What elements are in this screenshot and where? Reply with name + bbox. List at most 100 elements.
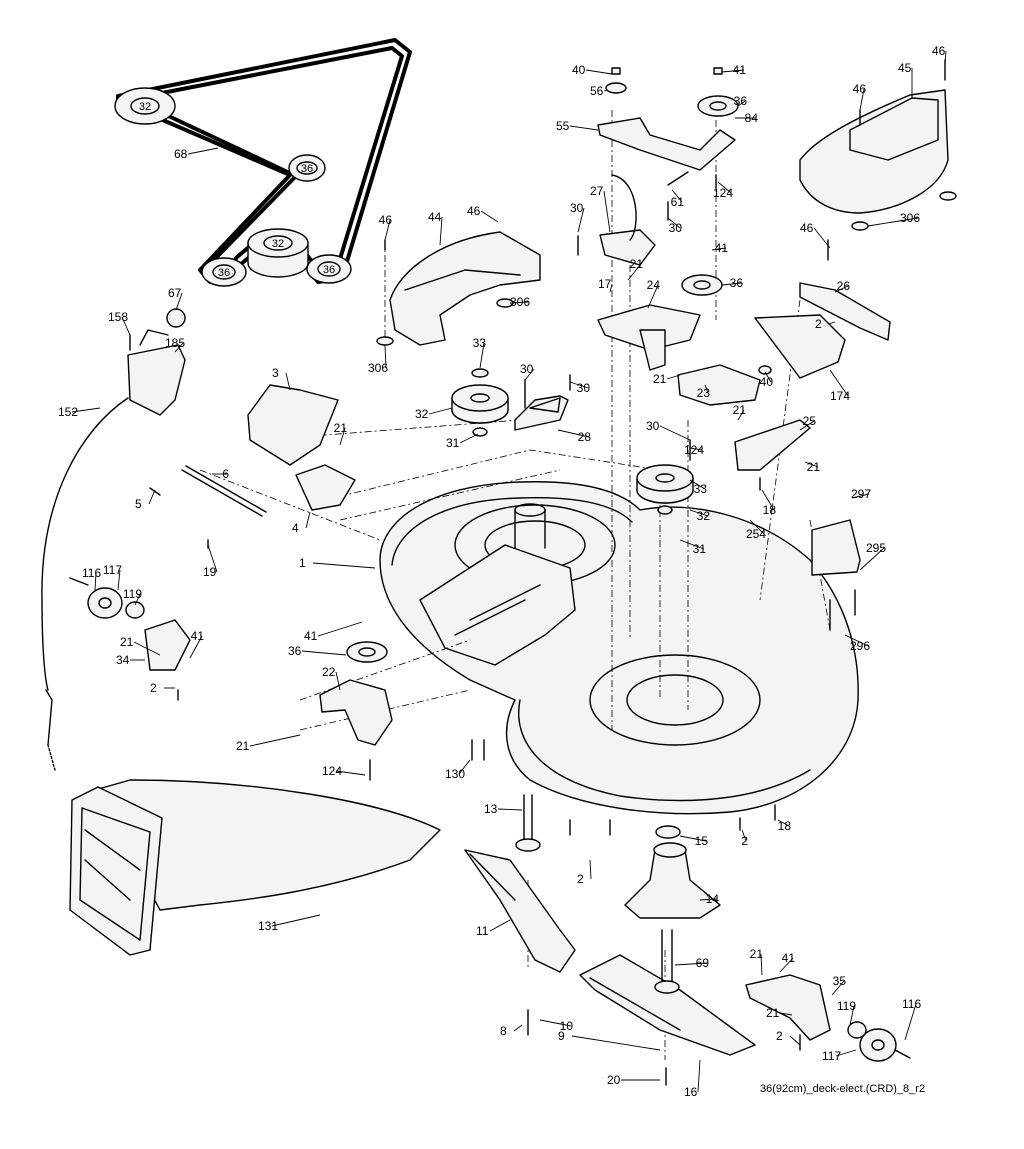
callout-label: 306 <box>368 361 388 375</box>
idler-bracket-assembly <box>597 67 891 491</box>
callout: 124 <box>713 181 733 200</box>
belt-cover-left <box>376 231 541 346</box>
callout-label: 46 <box>932 44 946 58</box>
leader-line <box>121 316 131 336</box>
callout-label: 117 <box>103 563 122 577</box>
callout: 5 <box>135 489 156 511</box>
callout: 174 <box>829 369 850 403</box>
callout-label: 1 <box>299 556 306 570</box>
callout: 117 <box>103 563 122 591</box>
mower-blade-left <box>464 849 576 973</box>
leader-line <box>711 247 727 251</box>
callout-label: 6 <box>222 467 229 481</box>
callout-label: 11 <box>476 924 489 938</box>
spindle-pulley-right <box>636 464 694 515</box>
callout-label: 22 <box>322 665 336 679</box>
deck-lift-bracket <box>149 384 356 517</box>
callout: 21 <box>627 257 643 281</box>
callout: 31 <box>446 433 479 450</box>
callout: 2 <box>741 829 748 848</box>
callout-label: 5 <box>135 497 142 511</box>
callout: 45 <box>898 61 913 98</box>
callout: 1 <box>299 556 376 570</box>
callout-label: 30 <box>669 221 683 235</box>
mower-deck-housing <box>379 481 859 815</box>
callout: 33 <box>689 479 707 496</box>
callout-label: 46 <box>853 82 867 96</box>
leader-line <box>813 227 831 249</box>
callout-label: 41 <box>715 241 729 255</box>
callout-label: 30 <box>570 201 584 215</box>
callout-label: 30 <box>520 362 534 376</box>
callout-label: 4 <box>292 521 299 535</box>
deflector-bracket <box>811 519 861 631</box>
callout: 15 <box>679 834 708 848</box>
callout: 30 <box>646 419 691 441</box>
leader-line <box>679 835 707 842</box>
callout: 68 <box>174 147 219 161</box>
callout: 30 <box>569 381 590 395</box>
callout-label: 31 <box>446 436 460 450</box>
leader-line <box>557 429 590 438</box>
leader-line <box>569 381 589 389</box>
callout: 16 <box>684 1059 701 1099</box>
leader-line <box>148 489 156 505</box>
callout: 116 <box>902 997 921 1041</box>
leader-line <box>831 980 845 996</box>
leader-line <box>497 808 523 811</box>
leader-line <box>175 292 183 311</box>
leader-line <box>849 1005 855 1026</box>
mower-blade-right <box>579 954 756 1056</box>
callout: 84 <box>735 111 758 125</box>
leader-line <box>589 859 592 880</box>
callout: 35 <box>831 974 846 996</box>
callout-label: 3 <box>272 366 279 380</box>
leader-line <box>704 384 709 394</box>
callout-label: 31 <box>693 542 707 556</box>
callout: 32 <box>415 407 453 421</box>
leader-line <box>133 641 161 656</box>
callout-label: 124 <box>322 764 342 778</box>
leader-line <box>689 509 709 517</box>
callout: 4 <box>292 511 311 535</box>
leader-line <box>859 547 885 571</box>
callout-label: 2 <box>776 1029 783 1043</box>
callout-label: 306 <box>510 295 530 309</box>
leader-line <box>489 919 511 932</box>
callout: 20 <box>607 1073 660 1087</box>
callout-label: 46 <box>467 204 481 218</box>
leader-line <box>834 285 849 293</box>
leader-line <box>428 407 453 415</box>
callout: 2 <box>577 859 592 886</box>
leader-line <box>480 210 499 223</box>
callout: 2 <box>150 681 175 695</box>
callout: 21 <box>120 635 161 656</box>
callout-label: 174 <box>830 389 850 403</box>
gauge-wheel-left <box>69 577 191 671</box>
callout-label: 33 <box>473 336 487 350</box>
leader-line <box>117 569 121 591</box>
leader-line <box>569 125 599 131</box>
callout-label: 41 <box>733 63 747 77</box>
callout-label: 25 <box>803 414 817 428</box>
callout: 46 <box>932 44 947 66</box>
leader-line <box>659 425 691 441</box>
callout: 124 <box>322 764 366 778</box>
leader-line <box>749 519 765 535</box>
callout: 24 <box>647 278 660 309</box>
callout: 21 <box>334 421 347 446</box>
leader-line <box>439 216 443 246</box>
callout-label: 44 <box>428 210 442 224</box>
callout: 28 <box>557 429 591 444</box>
callout-label: 254 <box>746 527 766 541</box>
callout: 25 <box>799 414 817 431</box>
callout-label: 119 <box>123 587 142 601</box>
callout: 67 <box>168 286 183 311</box>
callout-label: 20 <box>607 1073 621 1087</box>
callout: 69 <box>674 956 709 970</box>
leader-line <box>721 69 745 73</box>
leader-line <box>207 544 218 573</box>
leader-line <box>699 898 718 901</box>
leader-line <box>789 1035 801 1046</box>
callout-label: 36 <box>288 644 302 658</box>
